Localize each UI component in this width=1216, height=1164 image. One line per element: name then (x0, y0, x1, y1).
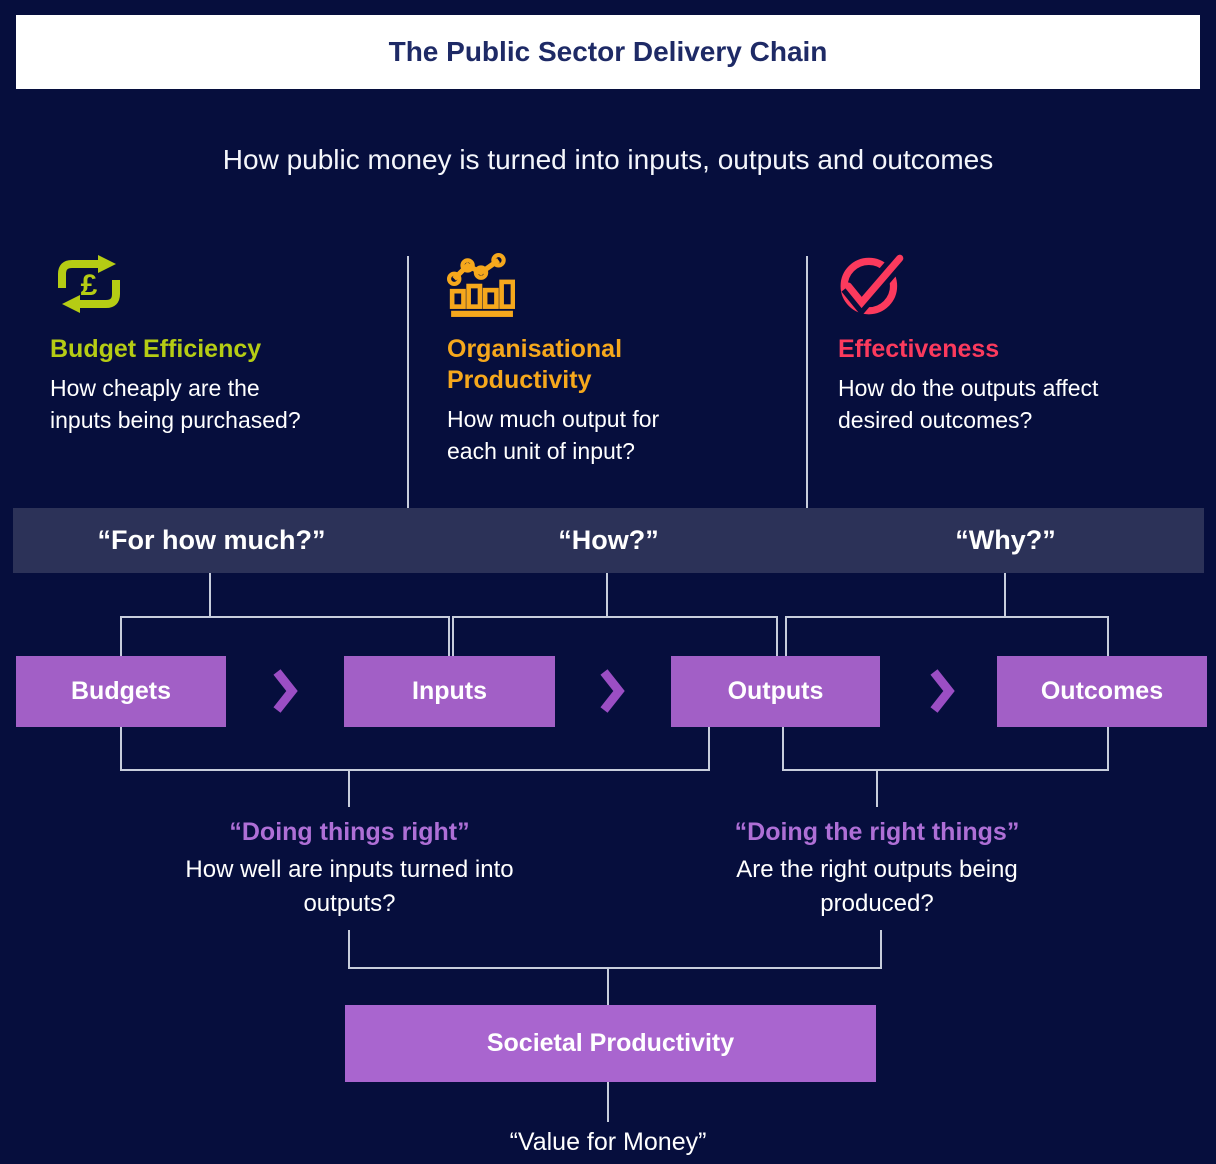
column-heading: Effectiveness (838, 335, 1000, 363)
annotation-doing-things-right: “Doing things right” How well are inputs… (152, 818, 547, 921)
connector-line (1004, 573, 1006, 616)
column-description: How do the outputs affect desired outcom… (838, 375, 1099, 433)
annotation-description: Are the right outputs being produced? (736, 856, 1018, 917)
column-divider (407, 256, 409, 573)
connector-line (209, 573, 211, 616)
column-heading: Budget Efficiency (50, 335, 262, 363)
annotation-doing-the-right-things: “Doing the right things” Are the right o… (687, 818, 1067, 921)
connector-line (876, 769, 878, 807)
column-divider (806, 256, 808, 573)
annotation-description: How well are inputs turned into outputs? (185, 856, 514, 917)
question-for-how-much: “For how much?” (97, 525, 326, 555)
chain-box-inputs: Inputs (344, 656, 555, 727)
chain-box-budgets: Budgets (16, 656, 226, 727)
question-why: “Why?” (955, 525, 1056, 555)
chevron-right-icon (599, 668, 625, 714)
money-cycle-icon: £ (50, 252, 390, 318)
connector-line (607, 967, 609, 1005)
value-for-money-caption: “Value for Money” (509, 1128, 707, 1156)
annotation-title: “Doing things right” (229, 818, 470, 846)
connector-bracket (782, 727, 1109, 771)
connector-bracket (120, 727, 710, 771)
connector-line (606, 573, 608, 616)
connector-bracket (452, 616, 778, 658)
connector-line (607, 1082, 609, 1122)
chevron-right-icon (272, 668, 298, 714)
column-description: How cheaply are the inputs being purchas… (50, 375, 301, 433)
svg-text:£: £ (81, 269, 98, 302)
chain-box-outcomes: Outcomes (997, 656, 1207, 727)
question-how: “How?” (558, 525, 659, 555)
subtitle: How public money is turned into inputs, … (222, 144, 994, 175)
column-heading: Organisational Productivity (447, 335, 623, 394)
connector-line (348, 769, 350, 807)
column-effectiveness: Effectiveness How do the outputs affect … (838, 252, 1183, 436)
chain-box-outputs: Outputs (671, 656, 880, 727)
question-band: “For how much?” “How?” “Why?” (13, 508, 1204, 573)
column-budget-efficiency: £ Budget Efficiency How cheaply are the … (50, 252, 390, 436)
bar-line-chart-icon (447, 252, 787, 318)
annotation-title: “Doing the right things” (734, 818, 1020, 846)
column-description: How much output for each unit of input? (447, 406, 660, 464)
connector-bracket (120, 616, 450, 658)
connector-bracket (348, 930, 882, 969)
page-title: The Public Sector Delivery Chain (388, 36, 828, 67)
connector-bracket (785, 616, 1109, 658)
column-organisational-productivity: Organisational Productivity How much out… (447, 252, 787, 467)
societal-productivity-box: Societal Productivity (345, 1005, 876, 1082)
chevron-right-icon (929, 668, 955, 714)
check-circle-icon (838, 252, 1183, 318)
header-bar: The Public Sector Delivery Chain (16, 15, 1200, 89)
